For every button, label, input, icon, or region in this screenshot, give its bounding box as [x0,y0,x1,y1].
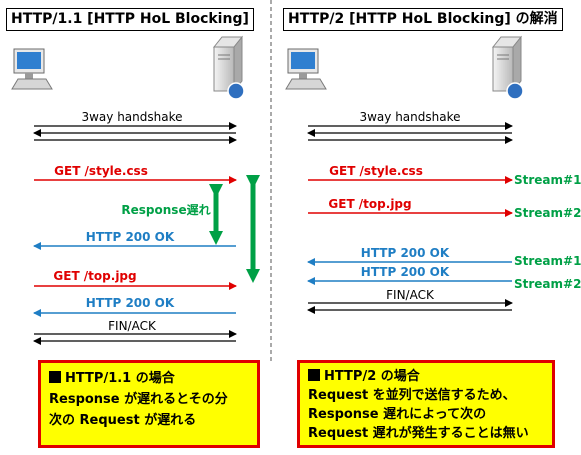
square-bullet-icon [308,369,320,381]
right-note-box: HTTP/2 の場合 Request を並列で送信するため、 Response … [297,360,555,448]
right-request-1-stream: Stream#1 [514,173,581,187]
left-note-heading: HTTP/1.1 の場合 [65,371,175,386]
right-request-2-stream: Stream#2 [514,206,581,220]
right-response-2-stream: Stream#2 [514,277,581,291]
right-response-1-label: HTTP 200 OK [361,246,450,260]
right-note-line-2: Response 遅れによって次の [308,407,487,422]
left-response-2-label: HTTP 200 OK [86,296,175,310]
client-pc-icon [11,48,53,90]
client-pc-icon [285,48,327,90]
right-note-heading-row: HTTP/2 の場合 [308,367,544,386]
right-response-2-label: HTTP 200 OK [361,265,450,279]
left-fin-label: FIN/ACK [108,319,157,333]
left-note-line-1: Response が遅れるとその分 [49,392,228,407]
right-title: HTTP/2 [HTTP HoL Blocking] の解消 [283,8,563,31]
left-request-2-label: GET /top.jpg [53,269,136,283]
left-request-1-label: GET /style.css [54,164,148,178]
square-bullet-icon [49,371,61,383]
server-icon [212,35,245,100]
right-fin-label: FIN/ACK [386,288,435,302]
right-note-line-3: Request 遅れが発生することは無い [308,426,529,441]
left-note-line-2: 次の Request が遅れる [49,413,197,428]
left-note-heading-row: HTTP/1.1 の場合 [49,368,249,389]
left-delay-label: Response遅れ [121,203,210,217]
server-icon [491,35,524,100]
right-request-2-label: GET /top.jpg [328,197,411,211]
right-request-1-label: GET /style.css [329,164,423,178]
right-response-1-stream: Stream#1 [514,254,581,268]
left-response-1-label: HTTP 200 OK [86,230,175,244]
left-title: HTTP/1.1 [HTTP HoL Blocking] [6,8,254,31]
left-note-box: HTTP/1.1 の場合 Response が遅れるとその分 次の Reques… [38,360,260,448]
left-handshake-label: 3way handshake [81,110,182,124]
right-note-heading: HTTP/2 の場合 [324,369,420,384]
right-note-line-1: Request を並列で送信するため、 [308,388,516,403]
right-handshake-label: 3way handshake [359,110,460,124]
